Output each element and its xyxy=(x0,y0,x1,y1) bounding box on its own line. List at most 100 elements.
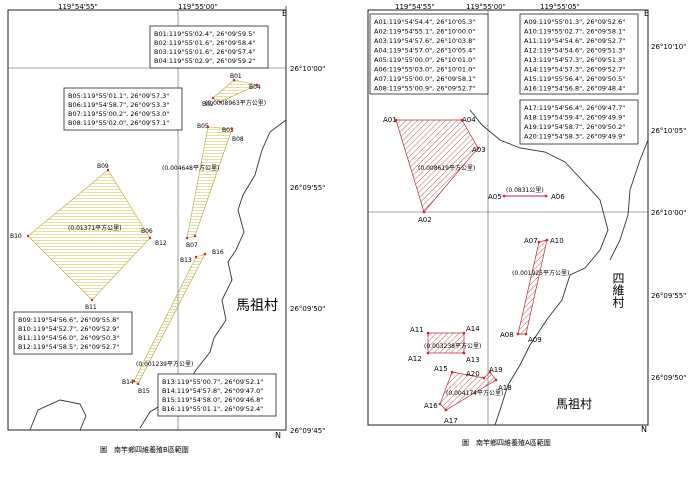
left-map: E N 119°54'55" 119°55'00" 26°10'00" 26°0… xyxy=(7,3,325,440)
coord-line: A03:119°54'57.6", 26°10'03.8" xyxy=(374,37,475,45)
left-village-label: 馬祖村 xyxy=(236,298,278,314)
point-label-b07: B07 xyxy=(186,242,198,249)
point-label-a06: A06 xyxy=(551,193,565,201)
point-label-b01: B01 xyxy=(230,73,242,80)
left-area-label-1: (0.004648平方公里) xyxy=(162,164,219,172)
right-village-label-1: 馬祖村 xyxy=(556,396,592,411)
right-village-label-2: 四維村 xyxy=(611,272,625,308)
left-lon-tick-0: 119°54'55" xyxy=(58,3,98,11)
coord-line: A07:119°55'00.0", 26°09'58.1" xyxy=(374,75,475,83)
point-label-b05: B05 xyxy=(197,123,209,130)
coord-line: A18:119°54'59.4", 26°09'49.9" xyxy=(524,114,625,122)
coord-line: A02:119°54'55.1", 26°10'00.0" xyxy=(374,28,475,36)
right-north-label: N xyxy=(641,425,647,434)
left-east-label: E xyxy=(282,9,287,18)
point-label-a02: A02 xyxy=(418,216,432,224)
left-lat-tick-2: 26°09'50" xyxy=(290,305,325,313)
right-area-label-4: (0.004174平方公里) xyxy=(446,389,503,397)
point-label-b09: B09 xyxy=(97,163,109,170)
right-coastline-east xyxy=(609,139,649,261)
point-label-b02: B02 xyxy=(202,101,214,108)
left-coord-box-2: B09:119°54'56.6", 26°09'55.8" B10:119°54… xyxy=(13,311,133,355)
coord-line: B12:119°54'58.5", 26°09'52.7" xyxy=(18,343,119,351)
point-label-b12: B12 xyxy=(155,240,167,247)
point-label-b15: B15 xyxy=(138,388,150,395)
point-label-a11: A11 xyxy=(410,326,424,334)
point-label-b11: B11 xyxy=(85,304,97,311)
point-label-a07: A07 xyxy=(524,237,538,245)
right-map: E N 119°54'55" 119°55'00" 119°55'05" 26°… xyxy=(367,3,686,434)
coord-line: A15:119°55'56.4", 26°09'50.5" xyxy=(524,75,625,83)
right-map-frame xyxy=(367,9,649,426)
coord-line: B05:119°55'01.1", 26°09'57.3" xyxy=(68,92,169,100)
left-map-caption: 圖 南竿鄉四維養殖B區範圍 xyxy=(100,445,189,454)
point-label-b08: B08 xyxy=(232,136,244,143)
point-label-b13: B13 xyxy=(180,257,192,264)
right-coord-box-2: A17:119°54'56.4", 26°09'47.7" A18:119°54… xyxy=(519,99,639,145)
coord-line: A20:119°54'58.3", 26°09'49.9" xyxy=(524,133,625,141)
point-label-a19: A19 xyxy=(489,366,503,374)
coord-line: A08:119°55'00.9", 26°09'52.7" xyxy=(374,85,475,93)
coord-line: B14:119°54'57.8", 26°09'47.0" xyxy=(162,387,263,395)
point-label-b06: B06 xyxy=(141,228,153,235)
village-vertical-text: 四維村 xyxy=(611,272,625,308)
left-lat-tick-0: 26°10'00" xyxy=(290,65,325,73)
right-area-label-3: (0.003238平方公里) xyxy=(424,342,481,350)
point-label-a08: A08 xyxy=(500,331,514,339)
left-coord-box-1: B05:119°55'01.1", 26°09'57.3" B06:119°54… xyxy=(63,87,183,131)
left-corner-points xyxy=(26,78,259,386)
coord-line: A04:119°54'57.0", 26°10'05.4" xyxy=(374,47,475,55)
coord-line: B03:119°55'01.6", 26°09'57.4" xyxy=(154,48,255,56)
coord-line: A06:119°55'03.0", 26°10'01.0" xyxy=(374,66,475,74)
right-east-label: E xyxy=(644,9,649,18)
coord-line: B16:119°55'01.1", 26°09'52.4" xyxy=(162,405,263,413)
point-label-b14: B14 xyxy=(122,379,134,386)
right-coord-box-1: A09:119°55'01.3", 26°09'52.6" A10:119°55… xyxy=(519,13,639,95)
coord-line: A12:119°54'54.6", 26°09'51.3" xyxy=(524,47,625,55)
coord-line: A05:119°55'00.0", 26°10'01.0" xyxy=(374,56,475,64)
left-lat-tick-3: 26°09'45" xyxy=(290,427,325,435)
coord-line: A19:119°54'58.7", 26°09'50.2" xyxy=(524,123,625,131)
coord-line: B02:119°55'01.6", 26°09'58.4" xyxy=(154,39,255,47)
left-coord-box-3: B13:119°55'00.7", 26°09'52.1" B14:119°54… xyxy=(157,373,277,417)
point-label-b10: B10 xyxy=(10,233,22,240)
left-coastline-south xyxy=(29,399,87,431)
coord-line: B11:119°54'56.0", 26°09'50.3" xyxy=(18,334,119,342)
coord-line: A01:119°54'54.4", 26°10'05.3" xyxy=(374,18,475,26)
left-coord-box-0: B01:119°55'02.4", 26°09'59.5" B02:119°55… xyxy=(149,25,269,69)
coord-line: B04:119°55'02.9", 26°09'59.2" xyxy=(154,57,255,65)
left-area-label-0: (0.0008963平方公里) xyxy=(205,99,266,107)
point-label-a04: A04 xyxy=(462,116,476,124)
area-b09-b12 xyxy=(27,169,151,301)
coord-line: B06:119°54'58.7", 26°09'53.3" xyxy=(68,101,169,109)
coord-line: A14:119°54'57.3", 26°09'52.7" xyxy=(524,66,625,74)
coord-line: A13:119°54'57.3", 26°09'51.3" xyxy=(524,56,625,64)
coord-line: B01:119°55'02.4", 26°09'59.5" xyxy=(154,30,255,38)
coord-line: B15:119°54'58.0", 26°09'46.8" xyxy=(162,396,263,404)
left-map-frame xyxy=(7,9,287,431)
right-corner-points xyxy=(394,118,549,412)
right-lat-tick-0: 26°10'10" xyxy=(651,43,686,51)
left-lon-tick-1: 119°55'00" xyxy=(178,3,218,11)
right-coord-box-0: A01:119°54'54.4", 26°10'05.3" A02:119°54… xyxy=(369,13,489,95)
point-label-b03: B03 xyxy=(222,127,234,134)
right-coastline xyxy=(469,109,609,426)
left-area-label-3: (0.001239平方公里) xyxy=(136,360,193,368)
point-label-a10: A10 xyxy=(550,237,564,245)
right-lon-tick-1: 119°55'00" xyxy=(466,3,506,11)
point-label-a13: A13 xyxy=(466,356,480,364)
coord-line: B08:119°55'02.0", 26°09'57.1" xyxy=(68,119,169,127)
right-lon-tick-2: 119°55'05" xyxy=(540,3,580,11)
point-label-a01: A01 xyxy=(383,116,397,124)
point-label-a09: A09 xyxy=(528,336,542,344)
point-label-a17: A17 xyxy=(444,417,458,425)
point-label-a03: A03 xyxy=(472,146,486,154)
point-label-a12: A12 xyxy=(408,355,422,363)
left-lat-tick-1: 26°09'55" xyxy=(290,184,325,192)
area-b05-b08 xyxy=(186,126,233,239)
coord-line: A11:119°54'54.6", 26°09'52.7" xyxy=(524,37,625,45)
right-area-label-2: (0.001925平方公里) xyxy=(512,269,569,277)
right-lat-tick-2: 26°10'00" xyxy=(651,209,686,217)
coord-line: B07:119°55'00.2", 26°09'53.0" xyxy=(68,110,169,118)
